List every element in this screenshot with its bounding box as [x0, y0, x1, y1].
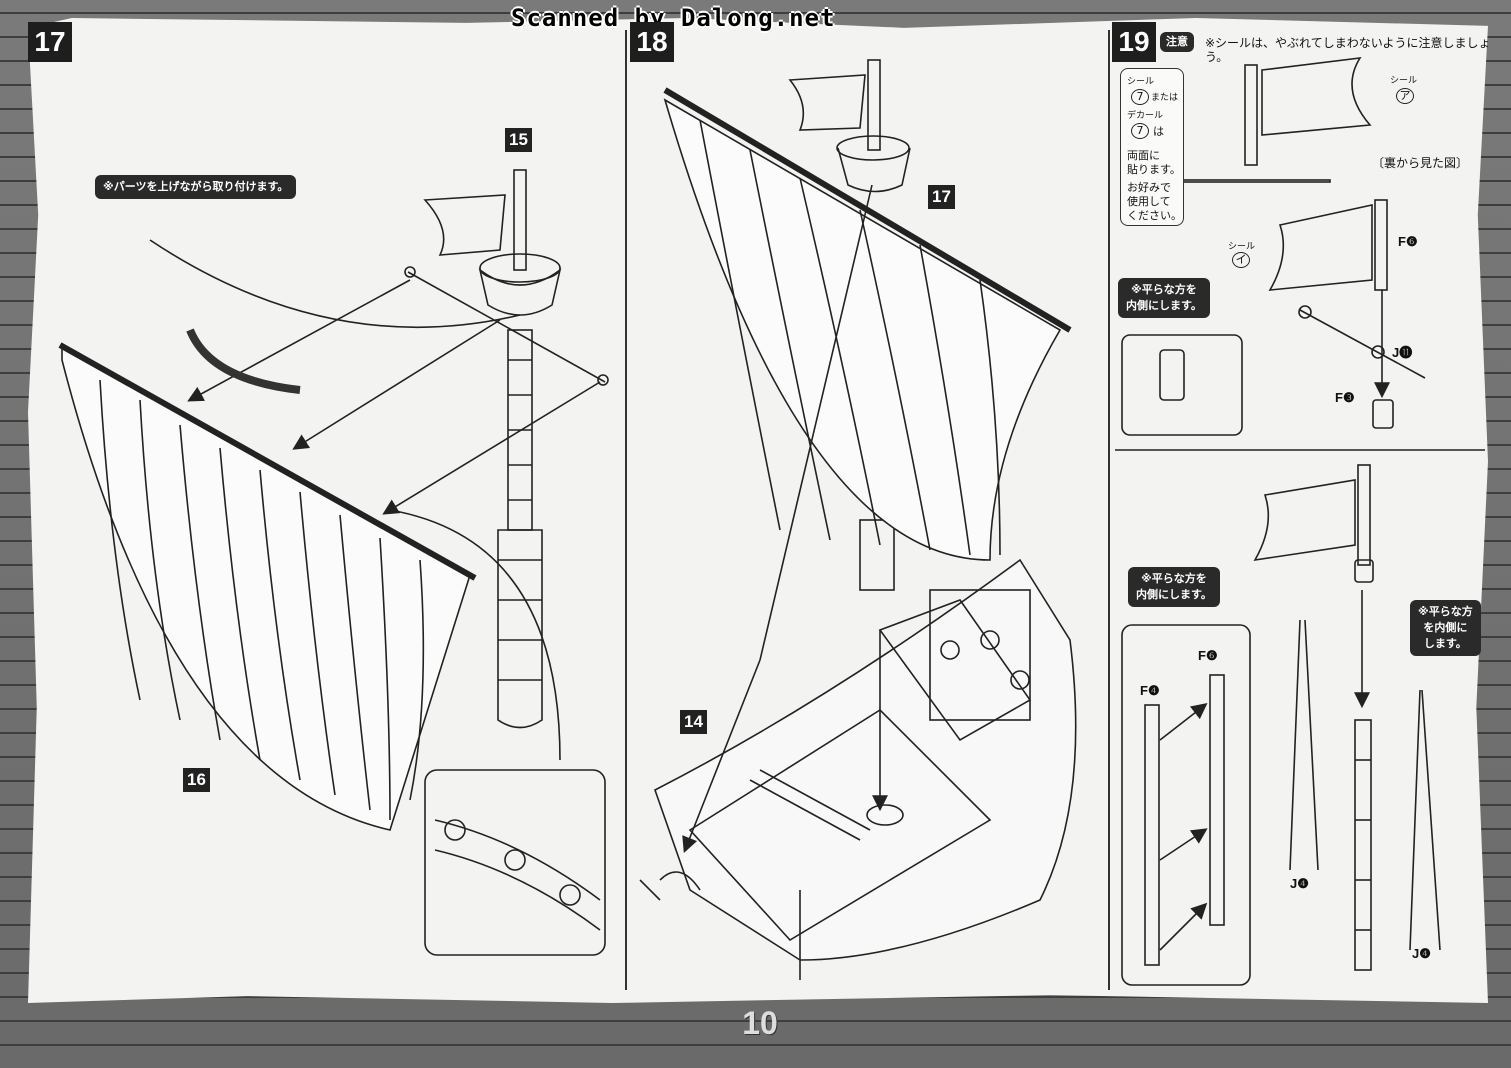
ship-hull-illustration — [639, 519, 1077, 961]
wa-text: は — [1153, 125, 1164, 138]
seal-7-label: シール — [1127, 77, 1155, 87]
sticker-line5: ください。 — [1127, 209, 1182, 222]
step-19-badge: 19 — [1112, 22, 1156, 62]
decal-label: デカール — [1127, 111, 1164, 121]
j11-label: J⓫ — [1392, 345, 1413, 360]
f3-label: F❸ — [1335, 390, 1355, 405]
seal-i-label: シール — [1228, 242, 1256, 252]
f6-top-label: F❻ — [1398, 234, 1418, 249]
flat-inside-note-1: ※平らな方を 内側にします。 — [1118, 278, 1210, 318]
column-divider-right — [1108, 30, 1110, 990]
seal-a-label: シール — [1390, 76, 1418, 86]
mast-17-with-sail-illustration — [663, 59, 1072, 980]
page-number: 10 — [742, 1005, 778, 1041]
step-17-badge: 17 — [28, 22, 72, 62]
j4-left-label: J❹ — [1290, 876, 1309, 891]
sticker-line1: 両面に — [1127, 149, 1160, 162]
sticker-info-box: シール 7 または デカール 7 は 両面に 貼ります。 お好みで 使用して く… — [1120, 68, 1184, 226]
seal-7-num: 7 — [1131, 89, 1149, 105]
sticker-line2: 貼ります。 — [1127, 163, 1181, 176]
decal-7-num: 7 — [1131, 123, 1149, 139]
step-18-badge: 18 — [630, 22, 674, 62]
seal-i: イ — [1232, 252, 1250, 268]
sticker-line4: 使用して — [1127, 195, 1171, 208]
flag-pole-illustration — [1121, 57, 1426, 436]
caution-text: ※シールは、やぶれてしまわないように注意しましょう。 — [1205, 36, 1491, 64]
seal-a: ア — [1396, 88, 1414, 104]
flat-inside-note-3: ※平らな方 を内側に します。 — [1410, 600, 1481, 656]
caution-tag: 注意 — [1160, 32, 1194, 52]
sail-16-illustration — [58, 342, 477, 831]
part-17-tag: 17 — [928, 185, 955, 209]
rigging-illustration — [1115, 449, 1485, 986]
part-15-tag: 15 — [505, 128, 532, 152]
f4-left-label: F❹ — [1140, 683, 1160, 698]
lift-parts-note: ※パーツを上げながら取り付けます。 — [95, 175, 297, 199]
part-14-tag: 14 — [680, 710, 707, 734]
mast-15-illustration — [404, 169, 609, 729]
sticker-line3: お好みで — [1127, 181, 1171, 194]
column-divider-left — [625, 30, 627, 990]
flat-inside-note-2: ※平らな方を 内側にします。 — [1128, 567, 1220, 607]
or-text: または — [1151, 93, 1179, 103]
part-16-tag: 16 — [183, 768, 210, 792]
j4-right-label: J❹ — [1412, 946, 1431, 961]
f6-left-label: F❻ — [1198, 648, 1218, 663]
back-view-label: 〔裏から見た図〕 — [1372, 156, 1469, 170]
